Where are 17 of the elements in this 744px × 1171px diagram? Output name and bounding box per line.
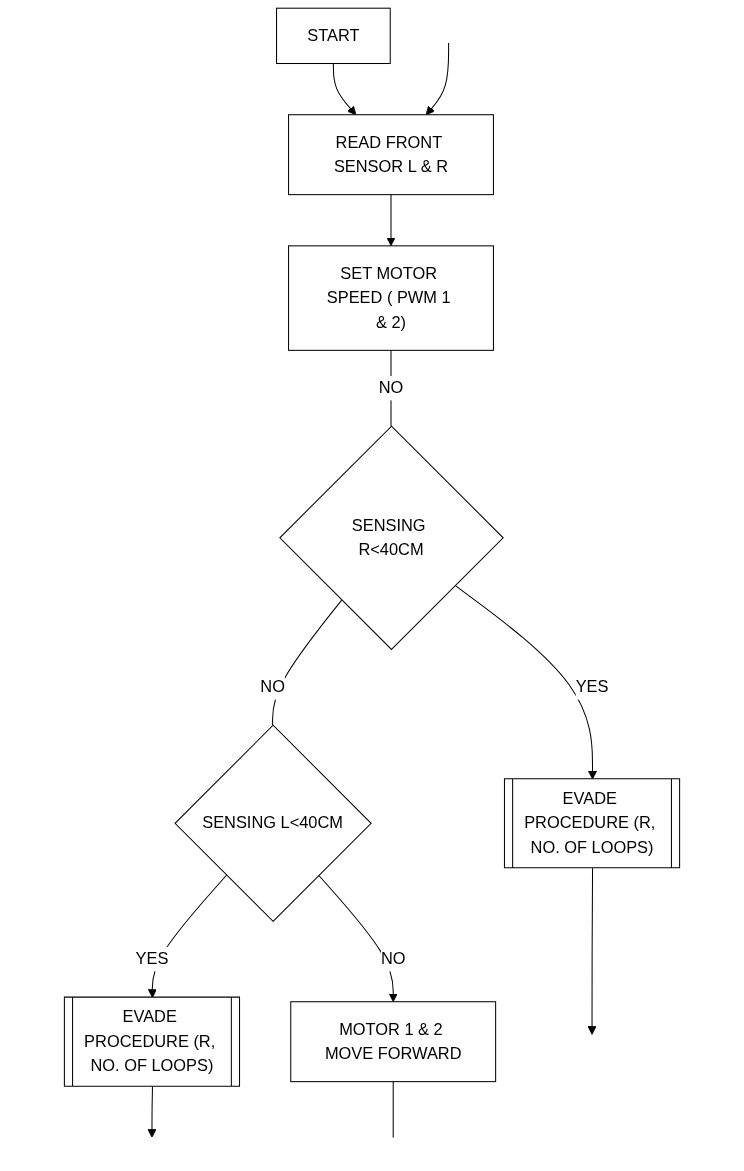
arrow bbox=[332, 63, 357, 116]
node-box: SET MOTOR SPEED ( PWM 1 & 2) bbox=[288, 245, 494, 351]
edge-label: NO bbox=[260, 678, 285, 696]
edge-label: NO bbox=[380, 950, 406, 968]
arrow bbox=[425, 42, 450, 116]
arrow bbox=[386, 194, 396, 247]
arrow bbox=[147, 1086, 157, 1138]
node-box: READ FRONT SENSOR L & R bbox=[288, 114, 494, 196]
node-box: MOTOR 1 & 2 MOVE FORWARD bbox=[290, 1001, 497, 1083]
edge-label: YES bbox=[575, 678, 609, 696]
edge-label: NO bbox=[378, 379, 404, 397]
connector bbox=[392, 1081, 394, 1138]
node-box: START bbox=[276, 7, 391, 64]
node-diamond: SENSING L<40CM bbox=[174, 724, 372, 923]
edge-label: YES bbox=[135, 950, 169, 968]
arrow bbox=[587, 867, 597, 1035]
node-diamond: SENSING R<40CM bbox=[279, 425, 504, 651]
